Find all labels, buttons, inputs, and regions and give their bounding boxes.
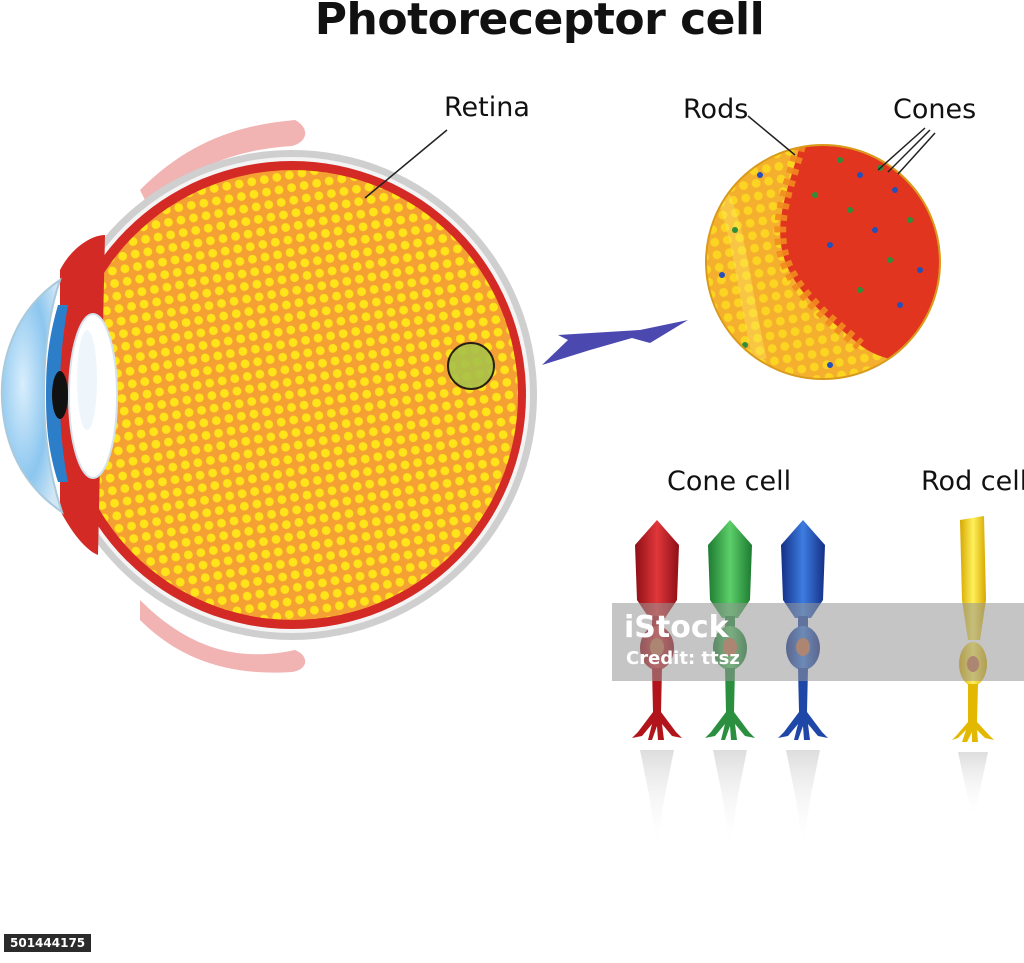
watermark-brand: iStock xyxy=(624,610,729,645)
cones-label: Cones xyxy=(893,94,977,125)
retina-label: Retina xyxy=(444,92,530,123)
rods-label: Rods xyxy=(683,94,749,125)
eye-cross-section-icon xyxy=(0,120,537,673)
cones-leader-line-3 xyxy=(897,132,936,175)
retina-leader-line xyxy=(364,129,448,199)
cones-leader-line-1 xyxy=(877,127,926,171)
page-title: Photoreceptor cell xyxy=(314,0,765,45)
watermark-band xyxy=(612,603,1024,681)
stock-id-badge: 501444175 xyxy=(4,934,92,952)
retina-closeup-icon xyxy=(705,144,941,380)
cone-cell-red-icon xyxy=(632,520,682,850)
rod-cell-label: Rod cell xyxy=(921,466,1024,497)
pointer-arrow-icon xyxy=(542,320,688,365)
cones-leader-line-2 xyxy=(887,129,931,173)
cone-cell-label: Cone cell xyxy=(667,466,792,497)
cone-cell-blue-icon xyxy=(778,520,828,850)
watermark-credit: Credit: ttsz xyxy=(626,648,740,669)
cone-cell-green-icon xyxy=(705,520,755,850)
rods-leader-line xyxy=(747,115,796,156)
